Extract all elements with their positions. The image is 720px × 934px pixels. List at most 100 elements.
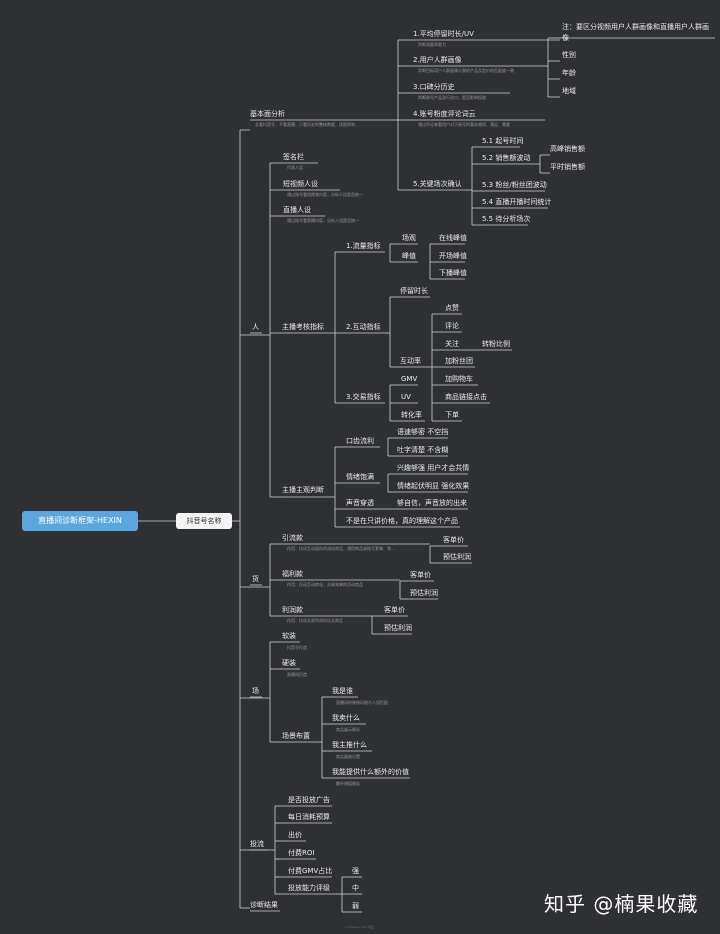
ren-video-persona[interactable]: 短视频人设 bbox=[283, 180, 318, 188]
interact-like[interactable]: 点赞 bbox=[445, 304, 459, 312]
interact-link-click[interactable]: 商品链接点击 bbox=[445, 393, 487, 401]
ren-video-persona-desc: 通过账号看短视频内容，分析人设是否统一 bbox=[287, 192, 363, 197]
huo-traffic-price[interactable]: 客单价 bbox=[443, 536, 464, 544]
scene-who[interactable]: 我是谁 bbox=[332, 687, 353, 695]
interact-metric[interactable]: 2.互动指标 bbox=[346, 323, 381, 331]
watermark: 知乎 @楠果收藏 bbox=[544, 892, 699, 916]
root-node[interactable]: 直播间诊断框架-HEXIN bbox=[22, 511, 138, 531]
trade-cvr[interactable]: 转化率 bbox=[401, 411, 422, 419]
interact-rate[interactable]: 互动率 bbox=[400, 357, 421, 365]
scene-value[interactable]: 我能提供什么额外的价值 bbox=[332, 768, 409, 776]
subj-voice-1[interactable]: 够自信，声音放的出来 bbox=[397, 499, 467, 507]
ren-live-persona-desc: 通过账号看直播内容，分析人设是否统一 bbox=[287, 218, 359, 223]
subj-emotion-1[interactable]: 兴趣够强 用户才会共情 bbox=[397, 464, 470, 472]
scene-main[interactable]: 我主推什么 bbox=[332, 741, 367, 749]
branch-chang[interactable]: 场 bbox=[252, 687, 259, 695]
huo-profit-item[interactable]: 利润款 bbox=[282, 606, 303, 614]
huo-welfare-item[interactable]: 福利款 bbox=[282, 570, 303, 578]
chang-hard[interactable]: 硬装 bbox=[282, 659, 296, 667]
sales-peak[interactable]: 高峰销售额 bbox=[550, 145, 585, 153]
ren-signature[interactable]: 签名栏 bbox=[283, 153, 304, 161]
peak-online[interactable]: 在线峰值 bbox=[439, 234, 467, 242]
traffic-metric[interactable]: 1.流量指标 bbox=[346, 242, 381, 250]
key-item-4[interactable]: 5.4 直播开播时间统计 bbox=[482, 198, 552, 206]
trade-uv[interactable]: UV bbox=[401, 393, 411, 401]
subj-fluent[interactable]: 口齿流利 bbox=[346, 437, 374, 445]
branch-zhenduan[interactable]: 诊断结果 bbox=[250, 901, 278, 909]
subj-voice[interactable]: 声音穿透 bbox=[346, 499, 374, 507]
scene-value-desc: 额外增值服务 bbox=[336, 781, 360, 786]
tl-gmv-share[interactable]: 付费GMV占比 bbox=[288, 867, 333, 875]
interact-comment[interactable]: 评论 bbox=[445, 322, 459, 330]
jiben-item-2[interactable]: 2.用户人群画像 bbox=[413, 56, 462, 64]
sales-normal[interactable]: 平时销售额 bbox=[550, 163, 585, 171]
scene-node[interactable]: 场景布置 bbox=[282, 732, 310, 740]
chang-hard-desc: 直播间打造 bbox=[287, 672, 307, 677]
interact-fanclub[interactable]: 加粉丝团 bbox=[445, 357, 473, 365]
huo-profit-item-desc: 作用：拉动交易利润的店长商品 bbox=[287, 618, 343, 623]
branch-touliu[interactable]: 投流 bbox=[250, 840, 264, 848]
ren-live-persona[interactable]: 直播人设 bbox=[283, 206, 311, 214]
subj-product[interactable]: 不是在只讲价格，真的理解这个产品 bbox=[346, 517, 458, 525]
huo-welfare-item-desc: 作用：拉动互动转化，交易效果的活动商品 bbox=[287, 582, 363, 587]
chang-soft[interactable]: 软装 bbox=[282, 632, 296, 640]
interact-follow[interactable]: 关注 bbox=[445, 340, 459, 348]
tl-rating[interactable]: 投放能力评级 bbox=[288, 884, 330, 892]
jiben-item-4-desc: 通过评论来看用户对于账号的基本感知、满足、需要 bbox=[418, 122, 510, 127]
scene-what[interactable]: 我卖什么 bbox=[332, 714, 360, 722]
tl-ads[interactable]: 是否投放广告 bbox=[288, 796, 330, 804]
trade-gmv[interactable]: GMV bbox=[401, 375, 418, 383]
key-item-1[interactable]: 5.1 起号时间 bbox=[482, 137, 524, 145]
tl-bid[interactable]: 出价 bbox=[288, 831, 302, 839]
subjective-node[interactable]: 主播主观判断 bbox=[282, 486, 324, 494]
portrait-region[interactable]: 地域 bbox=[562, 87, 576, 95]
huo-profit-price[interactable]: 客单价 bbox=[384, 606, 405, 614]
scene-what-desc: 商品展示情况 bbox=[336, 727, 360, 732]
huo-traffic-profit[interactable]: 预估利润 bbox=[443, 553, 471, 561]
portrait-note: 注：要区分视频用户人群画像和直播用户人群画像 bbox=[562, 23, 709, 42]
huo-traffic-item[interactable]: 引流款 bbox=[282, 534, 303, 542]
interact-order[interactable]: 下单 bbox=[445, 411, 459, 419]
tl-roi[interactable]: 付费ROI bbox=[288, 849, 315, 857]
jiben-item-4[interactable]: 4.账号粉度评论词云 bbox=[413, 110, 476, 118]
rating-mid[interactable]: 中 bbox=[352, 884, 359, 892]
huo-profit-profit[interactable]: 预估利润 bbox=[384, 624, 412, 632]
account-name-node[interactable]: 抖音号名称 bbox=[176, 513, 232, 529]
key-item-5[interactable]: 5.5 待分析场次 bbox=[482, 215, 531, 223]
interact-stay[interactable]: 停留时长 bbox=[400, 287, 428, 295]
portrait-gender[interactable]: 性别 bbox=[562, 51, 576, 59]
huo-welfare-profit[interactable]: 预估利润 bbox=[410, 589, 438, 597]
huo-welfare-price[interactable]: 客单价 bbox=[410, 571, 431, 579]
rating-weak[interactable]: 弱 bbox=[352, 902, 359, 910]
peak-end[interactable]: 下播峰值 bbox=[439, 269, 467, 277]
key-item-3[interactable]: 5.3 粉丝/粉丝团波动 bbox=[482, 181, 547, 189]
export-footer: ai.fmlexin.com 导出 bbox=[345, 925, 375, 929]
basic-analysis-desc: 去看抖音号，不看直播，只看历史的整体数据，找规则和… bbox=[255, 122, 359, 127]
subj-emotion[interactable]: 情绪饱满 bbox=[346, 473, 374, 481]
huo-traffic-item-desc: 作用：拉动互动留存的流动商品，通用商品或账号套餐、等… bbox=[287, 546, 395, 551]
subj-fluent-2[interactable]: 吐字清楚 不含糊 bbox=[397, 446, 449, 454]
host-metrics-node[interactable]: 主播考核指标 bbox=[282, 323, 324, 331]
traffic-changguan[interactable]: 场观 bbox=[402, 234, 416, 242]
follow-ratio[interactable]: 转粉比例 bbox=[482, 340, 510, 348]
branch-huo[interactable]: 货 bbox=[252, 575, 259, 583]
jiben-item-1[interactable]: 1.平均停留时长/UV bbox=[413, 30, 474, 38]
subj-emotion-2[interactable]: 情绪起伏明显 强化效果 bbox=[397, 482, 470, 490]
subj-fluent-1[interactable]: 语速够密 不空挡 bbox=[397, 428, 449, 436]
key-item-2[interactable]: 5.2 销售额波动 bbox=[482, 154, 531, 162]
tl-budget[interactable]: 每日消耗预算 bbox=[288, 813, 330, 821]
peak-open[interactable]: 开场峰值 bbox=[439, 252, 467, 260]
basic-analysis-node[interactable]: 基本面分析 bbox=[250, 110, 285, 118]
ren-signature-desc: 代表人设 bbox=[287, 165, 303, 170]
trade-metric[interactable]: 3.交易指标 bbox=[346, 393, 381, 401]
jiben-item-3[interactable]: 3.口碑分历史 bbox=[413, 83, 455, 91]
rating-strong[interactable]: 强 bbox=[352, 867, 359, 875]
scene-main-desc: 商品展放位置 bbox=[336, 754, 360, 759]
branch-ren[interactable]: 人 bbox=[252, 323, 259, 331]
portrait-age[interactable]: 年龄 bbox=[562, 69, 576, 77]
key-session-node[interactable]: 5.关键场次确认 bbox=[413, 180, 462, 188]
traffic-fengzhi[interactable]: 峰值 bbox=[402, 252, 416, 260]
interact-cart[interactable]: 加购物车 bbox=[445, 375, 473, 383]
